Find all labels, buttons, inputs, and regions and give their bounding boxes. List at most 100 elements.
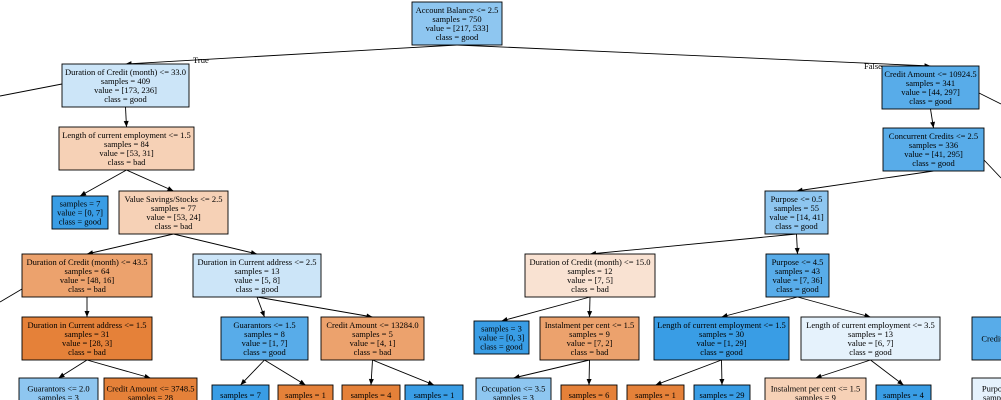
node-text-line: class = bad	[354, 347, 393, 357]
node-text-line: class = good	[849, 347, 892, 357]
tree-node-r12: samples = 1	[626, 384, 685, 400]
node-text-line: class = bad	[108, 157, 147, 167]
node-text-line: samples = 8	[244, 329, 285, 339]
node-text-line: samples = 4	[883, 390, 924, 400]
edge-root-r1	[456, 44, 931, 67]
node-text-line: samples = 336	[909, 140, 958, 150]
node-text-line: Duration in Current address <= 1.5	[27, 320, 146, 330]
edge-r8-r13-arrowhead	[719, 378, 725, 385]
node-text-line: samples = 3	[493, 393, 534, 400]
node-text-line: samples = 6	[569, 390, 610, 400]
node-text-line: class = good	[776, 284, 819, 294]
tree-node-r8: Length of current employment <= 1.5sampl…	[653, 316, 790, 361]
edge-r3-r5-arrowhead	[794, 247, 800, 254]
node-text-line: samples = 7	[60, 199, 101, 209]
edge-offscreen-1	[0, 288, 23, 303]
node-box	[971, 377, 1001, 400]
node-box	[475, 377, 552, 400]
node-box	[277, 384, 334, 400]
node-box	[21, 316, 153, 361]
edge-n2-n4	[126, 169, 174, 192]
node-box	[764, 377, 867, 400]
node-text-line: value = [7, 36]	[772, 275, 822, 285]
tree-node-n14: samples = 4	[341, 384, 401, 400]
tree-node-r9: Length of current employment <= 3.5sampl…	[800, 316, 941, 361]
node-box	[103, 377, 198, 400]
edge-n5-n7-arrowhead	[84, 311, 90, 317]
node-box	[341, 384, 401, 400]
node-box	[61, 63, 190, 108]
node-text-line: value = [7, 2]	[567, 338, 613, 348]
tree-node-n2: Length of current employment <= 1.5sampl…	[58, 126, 195, 171]
edge-r7-r11-arrowhead	[586, 378, 592, 385]
node-text-line: class = bad	[155, 221, 194, 231]
node-box	[211, 384, 270, 400]
node-text-line: samples = 341	[906, 78, 955, 88]
node-text-line: samples = 1	[285, 390, 326, 400]
node-text-line: Guarantors <= 2.0	[27, 384, 89, 394]
edge-r9-r15	[870, 359, 904, 386]
node-text-line: samples = 750	[432, 14, 481, 24]
node-text-line: Credit Amount <= 3748.5	[107, 384, 195, 394]
node-text-line: class = good	[909, 96, 952, 106]
edge-n2-n4-arrowhead	[167, 186, 174, 191]
node-text-line: value = [4, 1]	[350, 338, 396, 348]
node-text-line: Purpose <= 0.5	[771, 194, 823, 204]
edge-r4-r6	[501, 296, 591, 322]
true-branch-label: True	[193, 55, 209, 65]
tree-node-n12: samples = 7	[211, 384, 270, 400]
node-text-line: class = good	[480, 342, 523, 352]
edge-n4-n5	[86, 233, 174, 255]
node-text-line: Instalment per cent <= 1.5	[771, 384, 861, 394]
node-text-line: value = [14, 41]	[769, 212, 824, 222]
edge-n8-n13-arrowhead	[299, 379, 306, 385]
edge-n2-n3-arrowhead	[80, 190, 87, 196]
node-text-line: samples = 409	[101, 76, 150, 86]
node-text-line: class = good	[236, 284, 279, 294]
tree-node-r15: samples = 4	[875, 384, 932, 400]
node-text-line: Instalment per cent <= 1.5	[545, 320, 635, 330]
node-text-line: Length of current employment <= 3.5	[806, 320, 935, 330]
node-text-line: samples = 3	[38, 393, 79, 400]
edge-n7-n10-arrowhead	[58, 372, 65, 378]
node-text-line: class = bad	[68, 347, 107, 357]
node-box	[971, 316, 1001, 361]
edge-offscreen-3	[983, 159, 1001, 179]
node-text-line: samples = 77	[151, 203, 196, 213]
node-text-line: samples = 3	[481, 324, 522, 334]
node-text-line: value = [1, 29]	[696, 338, 746, 348]
edge-n6-n9	[256, 296, 373, 318]
node-text-line: value = [217, 533]	[426, 23, 489, 33]
node-text-line: samples = 55	[774, 203, 819, 213]
node-box	[626, 384, 685, 400]
node-box	[882, 127, 985, 172]
node-box	[653, 316, 790, 361]
tree-node-n5: Duration of Credit (month) <= 43.5sample…	[21, 253, 153, 298]
node-text-line: Value Savings/Stocks <= 2.5	[125, 194, 223, 204]
node-text-line: value = [53, 31]	[99, 148, 154, 158]
node-text-line: Duration of Credit (month) <= 43.5	[26, 257, 147, 267]
tree-node-r11: samples = 6	[560, 384, 618, 400]
node-box	[875, 384, 932, 400]
edge-r9-r15-arrowhead	[897, 379, 904, 385]
node-text-line: value = [173, 236]	[94, 85, 157, 95]
node-text-line: samples = 31	[65, 329, 110, 339]
edge-offscreen-2	[978, 92, 1001, 105]
node-text-line: Duration of Credit (month) <= 15.0	[529, 257, 650, 267]
node-box	[21, 253, 153, 298]
node-text-line: class = good	[104, 94, 147, 104]
node-text-line: samples = 84	[104, 139, 150, 149]
tree-node-r4: Duration of Credit (month) <= 15.0sample…	[524, 253, 656, 298]
edge-r1-r2-arrowhead	[930, 121, 936, 128]
node-text-line: value = [48, 16]	[60, 275, 115, 285]
node-text-line: samples = 13	[848, 329, 893, 339]
node-text-line: Purpo	[982, 384, 1001, 394]
